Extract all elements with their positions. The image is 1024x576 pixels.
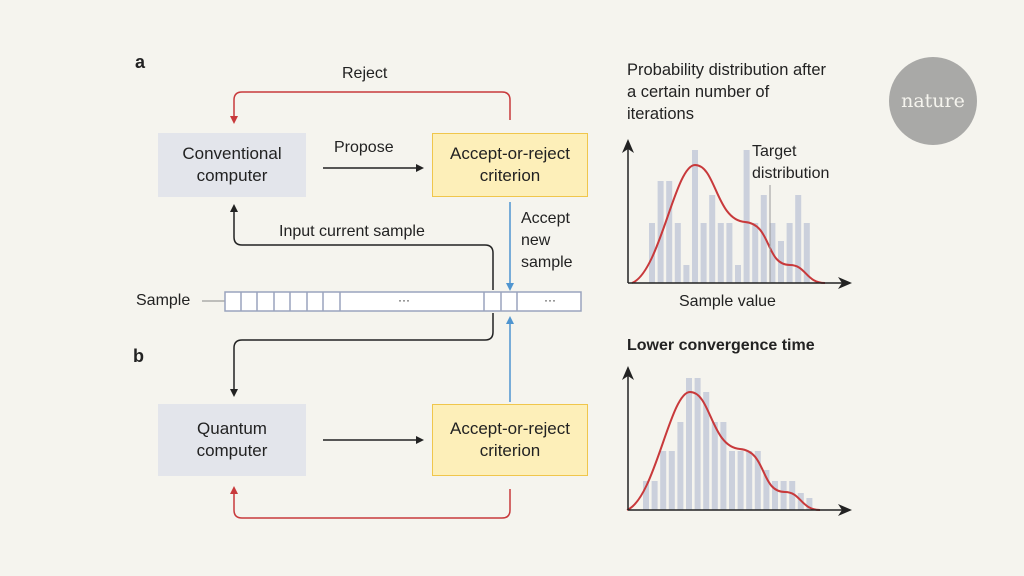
quantum-computer-box: Quantum computer (158, 404, 306, 476)
chart-a-annotation: Target distribution (752, 143, 830, 182)
histogram-bar (692, 150, 698, 283)
criterion-box-b: Accept-or-reject criterion (432, 404, 588, 476)
chart-b (622, 366, 852, 516)
conventional-computer-box: Conventional computer (158, 133, 306, 197)
histogram-bar (780, 481, 787, 510)
histogram-bar (700, 223, 707, 283)
sample-ellipsis: ··· (544, 293, 556, 307)
histogram-bar (786, 223, 793, 283)
histogram-bar (746, 451, 753, 510)
panel-b-label: b (133, 346, 144, 366)
histogram-bar (743, 150, 750, 283)
histogram-bar (703, 392, 710, 510)
histogram-bar (717, 223, 724, 283)
histogram-bar (711, 422, 718, 510)
reject-arrow-b (230, 486, 511, 519)
chart-a-title: Probability distribution after a certain… (627, 61, 827, 123)
histogram-bar (657, 181, 664, 283)
histogram-bar (752, 223, 759, 283)
histogram-bar (668, 451, 675, 510)
input-arrow-b (230, 313, 494, 397)
input-current-arrow (230, 204, 494, 290)
input-current-label: Input current sample (279, 223, 425, 240)
target-distribution-curve (631, 163, 826, 284)
propose-label: Propose (334, 139, 394, 156)
sample-label: Sample (136, 292, 191, 309)
reject-arrow-a (230, 91, 511, 124)
histogram-bar (694, 378, 701, 510)
histogram-bar (660, 451, 667, 510)
histogram-bar (760, 195, 767, 283)
histogram-bar (789, 481, 796, 510)
histogram-bar (677, 422, 684, 510)
chart-a (622, 139, 852, 289)
histogram-bar (729, 451, 735, 510)
criterion-box-a: Accept-or-reject criterion (432, 133, 588, 197)
histogram-bar (795, 195, 802, 283)
histogram-bar (763, 470, 770, 510)
panel-a-label: a (135, 52, 146, 72)
histogram-bar (735, 265, 741, 283)
histogram-bar (772, 481, 778, 510)
histogram-bar (726, 223, 733, 283)
histogram-bar (686, 378, 692, 510)
histogram-bar (651, 481, 658, 510)
histogram-bar (803, 223, 810, 283)
histogram-bar (643, 481, 649, 510)
chart-a-xlabel: Sample value (679, 293, 776, 310)
histogram-bar (737, 451, 744, 510)
chart-b-title: Lower convergence time (627, 337, 815, 354)
histogram-bar (674, 223, 681, 283)
sample-tape (224, 291, 582, 312)
histogram-bar (709, 195, 716, 283)
histogram-bar (720, 422, 727, 510)
target-distribution-curve (626, 390, 821, 511)
histogram-bar (683, 265, 690, 283)
histogram-bar (806, 498, 813, 510)
histogram-bar (666, 181, 673, 283)
histogram-bar (649, 223, 655, 283)
reject-label: Reject (342, 65, 388, 82)
accept-new-label: Accept new sample (521, 210, 573, 271)
nature-logo: nature (889, 57, 977, 145)
sample-ellipsis: ··· (398, 293, 410, 307)
histogram-bar (754, 451, 761, 510)
